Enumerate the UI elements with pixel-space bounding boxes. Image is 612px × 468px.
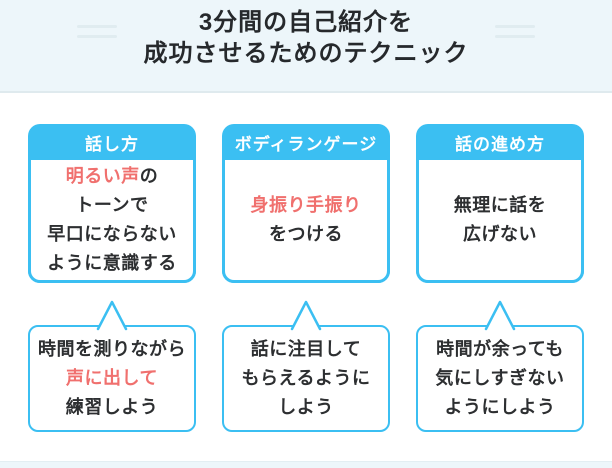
- card-header: ボディランゲージ: [222, 124, 390, 160]
- text-segment: ようにしよう: [444, 397, 556, 417]
- bubble-text-line: 練習しよう: [66, 393, 159, 422]
- equals-decoration-right-icon: [495, 25, 535, 39]
- page-title-line1: 3分間の自己紹介を: [198, 9, 414, 36]
- text-segment: の: [139, 166, 159, 186]
- bubble-text-line: しよう: [278, 393, 334, 422]
- card-body: 明るい声の トーンで 早口にならない ように意識する: [28, 160, 196, 283]
- page-title: 3分間の自己紹介を 成功させるためのテクニック: [0, 7, 612, 69]
- text-segment: 話に注目して: [250, 339, 362, 359]
- column-conversation-flow: 話の進め方 無理に話を 広げない 時間が余っても 気にしすぎない ようにしよう: [416, 124, 584, 432]
- bubble-text-line: 時間が余っても: [436, 335, 564, 364]
- card-text-line: 早口にならない: [47, 220, 177, 249]
- text-segment: をつける: [269, 224, 343, 244]
- bubble-text-line: 気にしすぎない: [435, 364, 564, 393]
- card-header-label: 話し方: [85, 134, 139, 154]
- advice-bubble: 話に注目して もらえるように しよう: [222, 325, 390, 432]
- text-segment: もらえるように: [241, 368, 371, 388]
- card-text-line: 身振り手振り: [251, 191, 362, 220]
- deco-line: [77, 35, 117, 38]
- deco-line: [77, 25, 117, 28]
- text-segment: 気にしすぎない: [435, 368, 565, 388]
- card-header: 話の進め方: [416, 124, 584, 160]
- card-text-line: 広げない: [463, 220, 537, 249]
- deco-line: [495, 35, 535, 38]
- card-text-line: トーンで: [75, 191, 148, 220]
- bubble-text-line: ようにしよう: [445, 393, 556, 422]
- technique-card: 話の進め方 無理に話を 広げない: [416, 124, 584, 283]
- column-body-language: ボディランゲージ 身振り手振り をつける 話に注目して もらえるように しよう: [222, 124, 390, 432]
- advice-bubble: 時間が余っても 気にしすぎない ようにしよう: [416, 325, 584, 432]
- text-segment: 早口にならない: [47, 224, 177, 244]
- card-text-line: ように意識する: [47, 249, 177, 278]
- bubble-text-line: 時間を測りながら: [38, 335, 186, 364]
- column-speaking: 話し方 明るい声の トーンで 早口にならない ように意識する 時間を測りながら …: [28, 124, 196, 432]
- technique-card: 話し方 明るい声の トーンで 早口にならない ように意識する: [28, 124, 196, 283]
- text-segment: 広げない: [463, 224, 537, 244]
- bubble-text-line: 話に注目して: [251, 335, 361, 364]
- bubble-text-line: もらえるように: [242, 364, 371, 393]
- card-header-label: ボディランゲージ: [234, 134, 378, 154]
- text-segment: 声に出して: [66, 368, 158, 388]
- card-header-label: 話の進め方: [455, 134, 545, 154]
- header-banner: 3分間の自己紹介を 成功させるためのテクニック: [0, 0, 612, 93]
- text-segment: しよう: [278, 397, 334, 417]
- footer-strip: [0, 461, 612, 468]
- card-text-line: 無理に話を: [454, 191, 547, 220]
- card-text-line: をつける: [269, 220, 343, 249]
- card-header: 話し方: [28, 124, 196, 160]
- text-segment: トーンで: [75, 195, 149, 215]
- text-segment: 身振り手振り: [250, 195, 362, 215]
- text-segment: 練習しよう: [65, 397, 159, 417]
- text-segment: ように意識する: [47, 253, 177, 273]
- page-title-line2: 成功させるためのテクニック: [143, 40, 469, 67]
- technique-card: ボディランゲージ 身振り手振り をつける: [222, 124, 390, 283]
- text-segment: 明るい声: [65, 166, 140, 186]
- bubble-text-line: 声に出して: [66, 364, 158, 393]
- card-text-line: 明るい声の: [66, 162, 159, 191]
- bubble-tail-icon: [484, 300, 516, 331]
- bubble-tail-icon: [96, 300, 128, 331]
- text-segment: 時間を測りながら: [38, 339, 186, 359]
- deco-line: [495, 25, 535, 28]
- equals-decoration-left-icon: [77, 25, 117, 39]
- text-segment: 時間が余っても: [436, 339, 564, 359]
- text-segment: 無理に話を: [453, 195, 547, 215]
- bubble-tail-icon: [290, 300, 322, 331]
- card-body: 身振り手振り をつける: [222, 160, 390, 283]
- card-body: 無理に話を 広げない: [416, 160, 584, 283]
- advice-bubble: 時間を測りながら 声に出して 練習しよう: [28, 325, 196, 432]
